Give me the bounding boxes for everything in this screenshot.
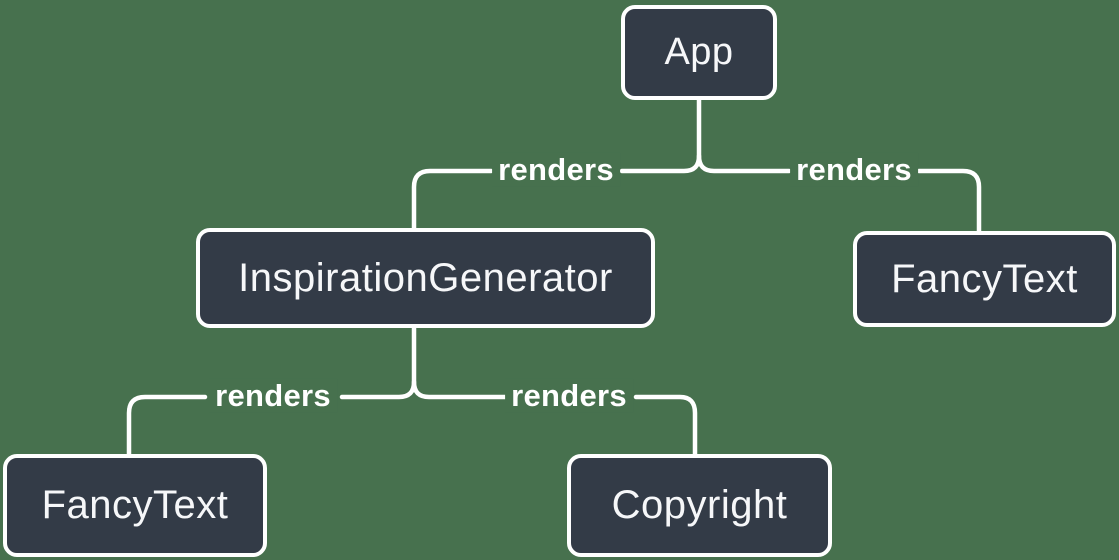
edge-app-fancytext-tail — [916, 168, 982, 235]
edge-app-inspirationgenerator — [619, 96, 702, 174]
edge-inspirationgenerator-fancytext — [339, 324, 417, 400]
edge-inspirationgenerator-copyright — [411, 379, 509, 400]
edge-label-renders-2: renders — [790, 152, 918, 188]
node-inspiration-generator-label: InspirationGenerator — [238, 255, 613, 300]
edge-label-renders-4: renders — [505, 378, 633, 414]
edge-app-fancytext — [696, 153, 792, 174]
node-copyright: Copyright — [567, 454, 832, 557]
edge-inspirationgenerator-fancytext-tail — [126, 394, 208, 458]
node-copyright-label: Copyright — [611, 483, 788, 527]
edge-inspirationgenerator-copyright-tail — [633, 394, 698, 458]
node-app: App — [621, 5, 777, 100]
node-fancy-text-left: FancyText — [3, 454, 267, 557]
node-inspiration-generator: InspirationGenerator — [196, 228, 655, 328]
node-fancy-text-right-label: FancyText — [891, 256, 1078, 301]
edge-label-renders-1: renders — [492, 152, 620, 188]
node-fancy-text-left-label: FancyText — [41, 483, 229, 527]
node-fancy-text-right: FancyText — [853, 231, 1116, 327]
edge-app-inspirationgenerator-tail — [411, 168, 494, 232]
edge-label-renders-3: renders — [209, 378, 337, 414]
node-app-label: App — [664, 31, 734, 73]
